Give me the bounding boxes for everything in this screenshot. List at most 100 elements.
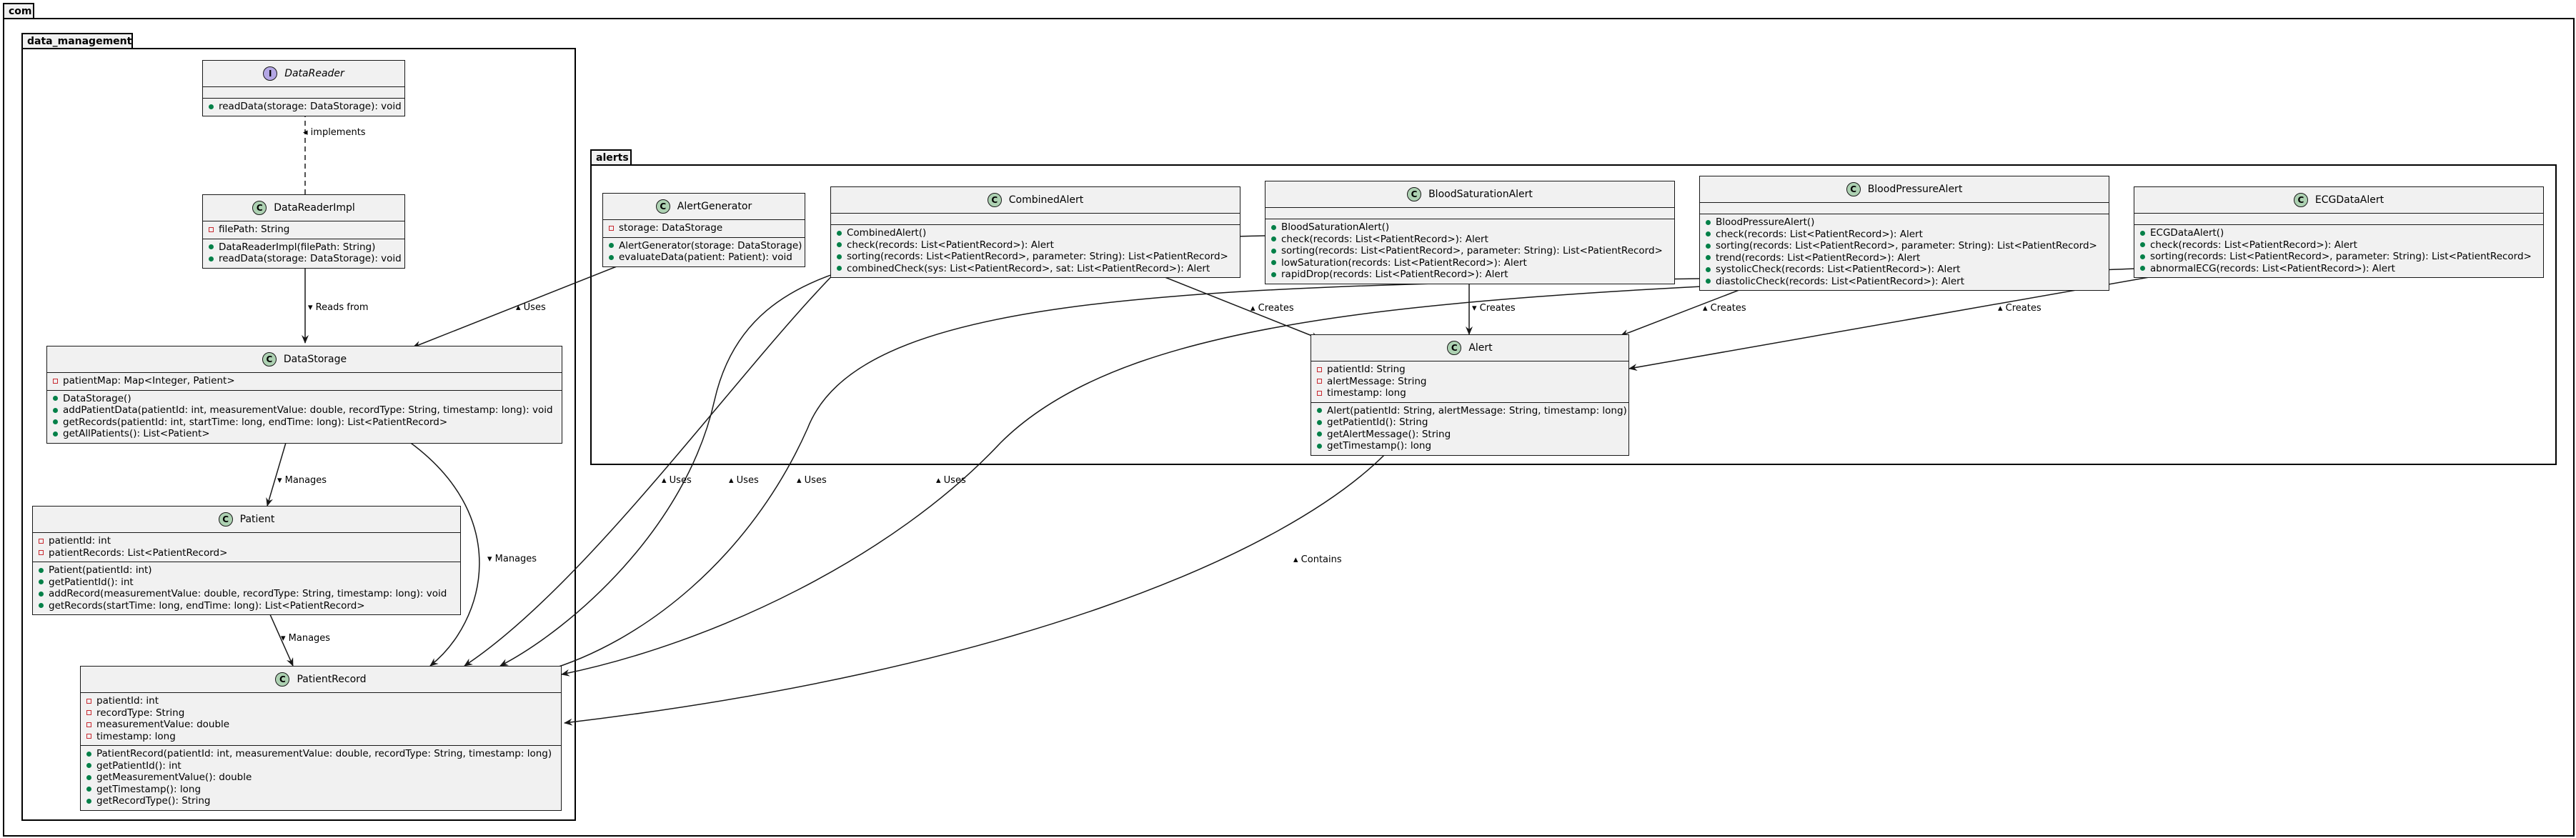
method-row: DataStorage()	[51, 393, 557, 405]
public-visibility-icon	[85, 763, 93, 769]
method-text: Alert(patientId: String, alertMessage: S…	[1327, 404, 1627, 416]
method-row: Patient(patientId: int)	[37, 564, 456, 577]
field-row: storage: DataStorage	[607, 222, 800, 234]
public-visibility-icon	[1704, 266, 1712, 272]
method-row: readData(storage: DataStorage): void	[207, 253, 402, 265]
method-text: getPatientId(): int	[96, 759, 181, 772]
method-text: sorting(records: List<PatientRecord>, pa…	[847, 251, 1228, 262]
public-visibility-icon	[607, 254, 615, 260]
private-visibility-icon	[607, 225, 615, 231]
class-name: AlertGenerator	[677, 200, 752, 212]
field-text: recordType: String	[96, 707, 185, 719]
public-visibility-icon	[85, 787, 93, 792]
private-visibility-icon	[85, 710, 93, 716]
edge-bloodsaturationalert-uses-patientrecord	[499, 235, 1265, 667]
public-visibility-icon	[207, 256, 215, 261]
edge-bloodpressurealert-uses-patientrecord	[542, 278, 1701, 673]
field-text: timestamp: long	[96, 730, 176, 742]
method-text: check(records: List<PatientRecord>): Ale…	[2150, 239, 2357, 251]
edge-label-implements: ◂ implements	[303, 127, 366, 138]
edge-combinedalert-uses-patientrecord	[464, 229, 883, 667]
field-row: timestamp: long	[85, 731, 557, 743]
method-text: Patient(patientId: int)	[49, 564, 152, 576]
method-text: check(records: List<PatientRecord>): Ale…	[1716, 228, 1923, 240]
method-row: BloodSaturationAlert()	[1270, 221, 1670, 234]
method-row: addPatientData(patientId: int, measureme…	[51, 404, 557, 416]
method-row: evaluateData(patient: Patient): void	[607, 251, 800, 264]
public-visibility-icon	[2139, 266, 2147, 271]
public-visibility-icon	[1270, 236, 1278, 242]
field-text: patientId: String	[1327, 364, 1406, 375]
public-visibility-icon	[1316, 443, 1323, 449]
method-text: check(records: List<PatientRecord>): Ale…	[1281, 233, 1488, 245]
class-name: ECGDataAlert	[2314, 194, 2384, 206]
class-stereotype-icon: C	[655, 199, 670, 214]
class-name: BloodSaturationAlert	[1428, 188, 1533, 200]
class-header: C ECGDataAlert	[2134, 187, 2543, 214]
method-text: getTimestamp(): long	[96, 783, 202, 795]
methods-section: DataReaderImpl(filePath: String)readData…	[203, 238, 404, 268]
class-name: Alert	[1468, 341, 1493, 354]
field-text: filePath: String	[219, 224, 290, 235]
method-row: sorting(records: List<PatientRecord>, pa…	[835, 251, 1235, 263]
method-row: sorting(records: List<PatientRecord>, pa…	[2139, 251, 2539, 263]
public-visibility-icon	[51, 431, 59, 437]
method-row: getRecords(startTime: long, endTime: lon…	[37, 600, 456, 612]
public-visibility-icon	[1316, 432, 1323, 437]
public-visibility-icon	[1704, 231, 1712, 237]
fields-section: patientMap: Map<Integer, Patient>	[47, 373, 562, 390]
edge-label-creates-saturation: ▾ Creates	[1472, 303, 1516, 314]
field-row: timestamp: long	[1316, 387, 1624, 399]
class-stereotype-icon: C	[2293, 193, 2308, 207]
method-row: getPatientId(): int	[85, 760, 557, 772]
methods-section: CombinedAlert()check(records: List<Patie…	[831, 224, 1240, 277]
class-name: CombinedAlert	[1008, 194, 1084, 206]
public-visibility-icon	[2139, 254, 2147, 259]
edge-datastorage-manages-patientrecord	[403, 437, 480, 667]
private-visibility-icon	[1316, 379, 1323, 384]
method-row: BloodPressureAlert()	[1704, 216, 2104, 229]
public-visibility-icon	[37, 603, 45, 609]
public-visibility-icon	[1270, 248, 1278, 254]
public-visibility-icon	[835, 254, 843, 259]
method-text: ECGDataAlert()	[2150, 227, 2224, 239]
edge-label-reads-from: ▾ Reads from	[308, 302, 369, 313]
method-text: sorting(records: List<PatientRecord>, pa…	[2150, 251, 2532, 262]
class-stereotype-icon: C	[1407, 187, 1422, 201]
method-text: BloodSaturationAlert()	[1281, 221, 1390, 233]
field-row: patientId: int	[85, 695, 557, 707]
methods-section: ECGDataAlert()check(records: List<Patien…	[2134, 224, 2543, 277]
method-text: getRecords(patientId: int, startTime: lo…	[63, 416, 448, 428]
public-visibility-icon	[1316, 419, 1323, 425]
edge-label-creates-ecg: ▴ Creates	[1998, 303, 2042, 314]
method-row: DataReaderImpl(filePath: String)	[207, 241, 400, 254]
class-header: C BloodSaturationAlert	[1265, 181, 1674, 208]
public-visibility-icon	[1704, 243, 1712, 249]
private-visibility-icon	[1316, 390, 1323, 396]
public-visibility-icon	[85, 751, 93, 757]
method-row: rapidDrop(records: List<PatientRecord>):…	[1270, 269, 1670, 281]
method-text: getRecords(startTime: long, endTime: lon…	[49, 599, 365, 612]
method-text: getTimestamp(): long	[1327, 440, 1432, 452]
method-text: addPatientData(patientId: int, measureme…	[63, 404, 553, 416]
method-row: abnormalECG(records: List<PatientRecord>…	[2139, 263, 2539, 275]
public-visibility-icon	[835, 242, 843, 248]
public-visibility-icon	[2139, 242, 2147, 248]
field-text: patientRecords: List<PatientRecord>	[49, 547, 228, 559]
method-text: rapidDrop(records: List<PatientRecord>):…	[1281, 269, 1508, 280]
field-row: patientId: int	[37, 535, 456, 547]
public-visibility-icon	[1704, 279, 1712, 284]
public-visibility-icon	[51, 396, 59, 401]
class-stereotype-icon: C	[1447, 341, 1462, 355]
method-text: diastolicCheck(records: List<PatientReco…	[1716, 275, 1965, 287]
private-visibility-icon	[1316, 366, 1323, 372]
methods-section: DataStorage()addPatientData(patientId: i…	[47, 389, 562, 443]
